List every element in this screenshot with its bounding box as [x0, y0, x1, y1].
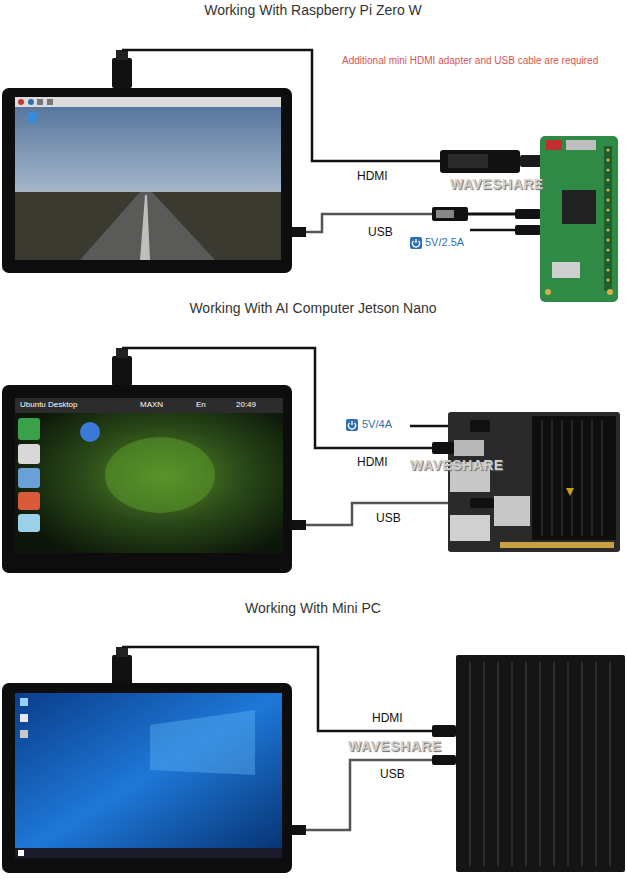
watermark: WAVESHARE [410, 457, 504, 473]
cable-label: HDMI [357, 170, 388, 184]
power-label: 5V/2.5A [425, 236, 464, 249]
section-title: Working With Raspberry Pi Zero W [204, 2, 422, 18]
watermark: WAVESHARE [450, 176, 544, 192]
power-label: 5V/4A [362, 418, 392, 431]
section-title: Working With AI Computer Jetson Nano [189, 300, 436, 316]
cable-label: USB [368, 226, 393, 240]
cable-label: HDMI [357, 456, 388, 470]
watermark: WAVESHARE [348, 738, 442, 754]
screen-text: MAXN [140, 400, 163, 409]
screen-text: En [196, 400, 206, 409]
screen-text: Ubuntu Desktop [20, 400, 77, 409]
cable-label: HDMI [372, 712, 403, 726]
section-title: Working With Mini PC [245, 600, 381, 616]
cable-label: USB [380, 768, 405, 782]
cable-label: USB [376, 512, 401, 526]
note-text: Additional mini HDMI adapter and USB cab… [342, 55, 598, 67]
screen-text: 20:49 [236, 400, 256, 409]
